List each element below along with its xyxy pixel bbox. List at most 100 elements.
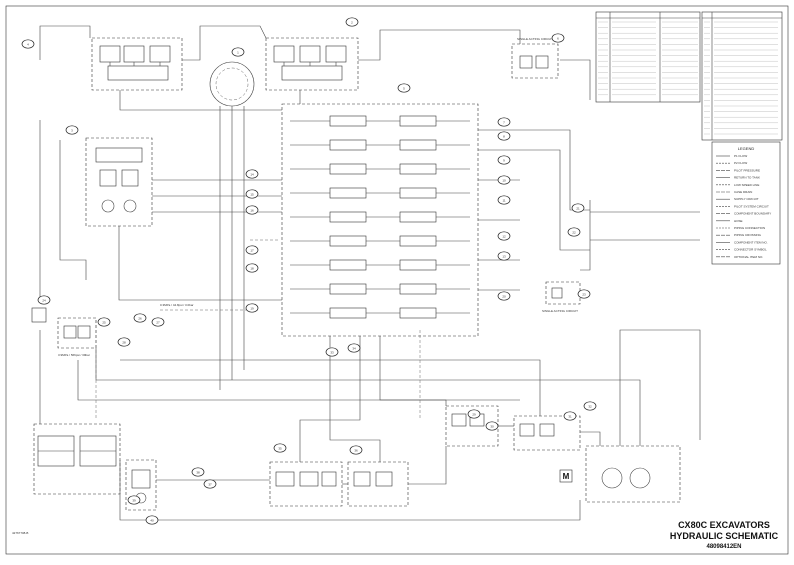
callout-bubble: 23 xyxy=(577,289,591,299)
legend-item: CASE DRAIN xyxy=(734,190,752,194)
callout-bubble: 22 xyxy=(567,227,581,237)
legend-item: OPTIONAL ITEM NO. xyxy=(734,255,763,259)
legend-item: RETURN TO TANK xyxy=(734,176,760,180)
legend-item: HOSE xyxy=(734,219,743,223)
callout-number: 4 xyxy=(27,42,29,46)
callout-bubble: 15 xyxy=(245,189,259,199)
callout-bubble: 31 xyxy=(563,411,577,421)
callout-number: 18 xyxy=(250,266,254,270)
callout-bubble: 11 xyxy=(497,195,511,205)
callout-number: 14 xyxy=(250,172,254,176)
electric-motor-box xyxy=(559,469,573,483)
callout-number: 31 xyxy=(568,414,572,418)
legend-item: COMPONENT BOUNDARY xyxy=(734,212,771,216)
callout-number: 40 xyxy=(150,518,154,522)
callout-number: 12 xyxy=(502,234,506,238)
swivel-joint xyxy=(209,61,255,107)
cylinder-group-right xyxy=(347,461,409,507)
callout-bubble: 18 xyxy=(245,263,259,273)
valve-spool xyxy=(329,139,367,151)
legend-item: CONNECTOR SYMBOL xyxy=(734,248,767,252)
callout-bubble: 13 xyxy=(497,251,511,261)
drawing-reference: 42767708-B xyxy=(12,531,28,535)
callout-bubble: 36 xyxy=(349,445,363,455)
component-callouts: 1234567891011121314151617181920212223242… xyxy=(21,17,597,525)
callout-number: 8 xyxy=(503,134,505,138)
callout-bubble: 28 xyxy=(117,337,131,347)
pilot-pressure-block xyxy=(513,415,581,451)
travel-motor-blocks xyxy=(33,423,121,495)
legend-item: PIPING CONNECTION xyxy=(734,226,765,230)
valve-spool xyxy=(399,259,437,271)
callout-number: 21 xyxy=(576,206,580,210)
callout-bubble: 33 xyxy=(325,347,339,357)
remote-control-valve-left xyxy=(91,37,183,91)
hydraulic-tank-motor: M xyxy=(559,445,681,503)
single-acting-label-side: SINGLE ACTING CIRCUIT xyxy=(542,309,578,313)
single-acting-circuit-side: SINGLE ACTING CIRCUIT xyxy=(542,281,581,313)
valve-spool xyxy=(329,307,367,319)
callout-bubble: 2 xyxy=(345,17,359,27)
callout-bubble: 39 xyxy=(127,495,141,505)
callout-bubble: 38 xyxy=(191,467,205,477)
main-control-valve xyxy=(281,103,479,337)
callout-number: 25 xyxy=(102,320,106,324)
valve-spool xyxy=(399,235,437,247)
callout-bubble: 37 xyxy=(203,479,217,489)
title-block: CX80C EXCAVATORS HYDRAULIC SCHEMATIC 480… xyxy=(670,520,779,550)
callout-number: 34 xyxy=(352,346,356,350)
callout-bubble: 9 xyxy=(497,155,511,165)
single-acting-label-top: SINGLE ACTING CIRCUIT xyxy=(517,37,553,41)
document-number: 48098412EN xyxy=(706,544,741,550)
main-pressure-note: 0.3MPa / 44.8psi / 3.0bar xyxy=(160,303,194,307)
callout-number: 20 xyxy=(502,294,506,298)
callout-number: 9 xyxy=(503,158,505,162)
callout-number: 27 xyxy=(156,320,160,324)
callout-number: 17 xyxy=(250,248,254,252)
callout-number: 26 xyxy=(138,316,142,320)
valve-spool xyxy=(329,283,367,295)
valve-spool xyxy=(399,307,437,319)
callout-bubble: 16 xyxy=(245,205,259,215)
legend-item: PILOT SYSTEM CIRCUIT xyxy=(734,204,769,208)
legend-item: COMPONENT ITEM NO. xyxy=(734,240,768,244)
callout-bubble: 29 xyxy=(467,409,481,419)
callout-bubble: 6 xyxy=(551,33,565,43)
valve-spool xyxy=(399,187,437,199)
callout-bubble: 19 xyxy=(245,303,259,313)
title-line-2: HYDRAULIC SCHEMATIC xyxy=(670,531,779,541)
callout-bubble: 17 xyxy=(245,245,259,255)
valve-spool xyxy=(329,115,367,127)
valve-spool xyxy=(329,259,367,271)
callout-bubble: 26 xyxy=(133,313,147,323)
callout-number: 15 xyxy=(250,192,254,196)
callout-bubble: 12 xyxy=(497,231,511,241)
callout-bubble: 25 xyxy=(97,317,111,327)
pilot-pressure-note: 3.9MPa / 566psi / 39bar xyxy=(58,353,90,357)
callout-number: 5 xyxy=(403,86,405,90)
motor-label: M xyxy=(563,472,570,481)
callout-number: 2 xyxy=(351,20,353,24)
callout-number: 16 xyxy=(250,208,254,212)
legend-item: LOW SPEED LINE xyxy=(734,183,759,187)
callout-number: 10 xyxy=(502,178,506,182)
legend-item: PILOT PRESSURE xyxy=(734,168,760,172)
single-acting-circuit-top: SINGLE ACTING CIRCUIT xyxy=(511,37,559,79)
valve-spool xyxy=(399,211,437,223)
legend-item: P1 FLOW xyxy=(734,154,747,158)
callout-number: 23 xyxy=(582,292,586,296)
callout-number: 29 xyxy=(472,412,476,416)
callout-bubble: 4 xyxy=(21,39,35,49)
callout-number: 19 xyxy=(250,306,254,310)
valve-spool xyxy=(399,283,437,295)
legend-title: LEGEND xyxy=(738,146,755,151)
valve-spool xyxy=(399,163,437,175)
callout-bubble: 20 xyxy=(497,291,511,301)
callout-number: 28 xyxy=(122,340,126,344)
remote-control-valve-right xyxy=(265,37,359,91)
callout-number: 24 xyxy=(42,298,46,302)
valve-spool xyxy=(329,187,367,199)
callout-bubble: 3 xyxy=(65,125,79,135)
callout-bubble: 27 xyxy=(151,317,165,327)
